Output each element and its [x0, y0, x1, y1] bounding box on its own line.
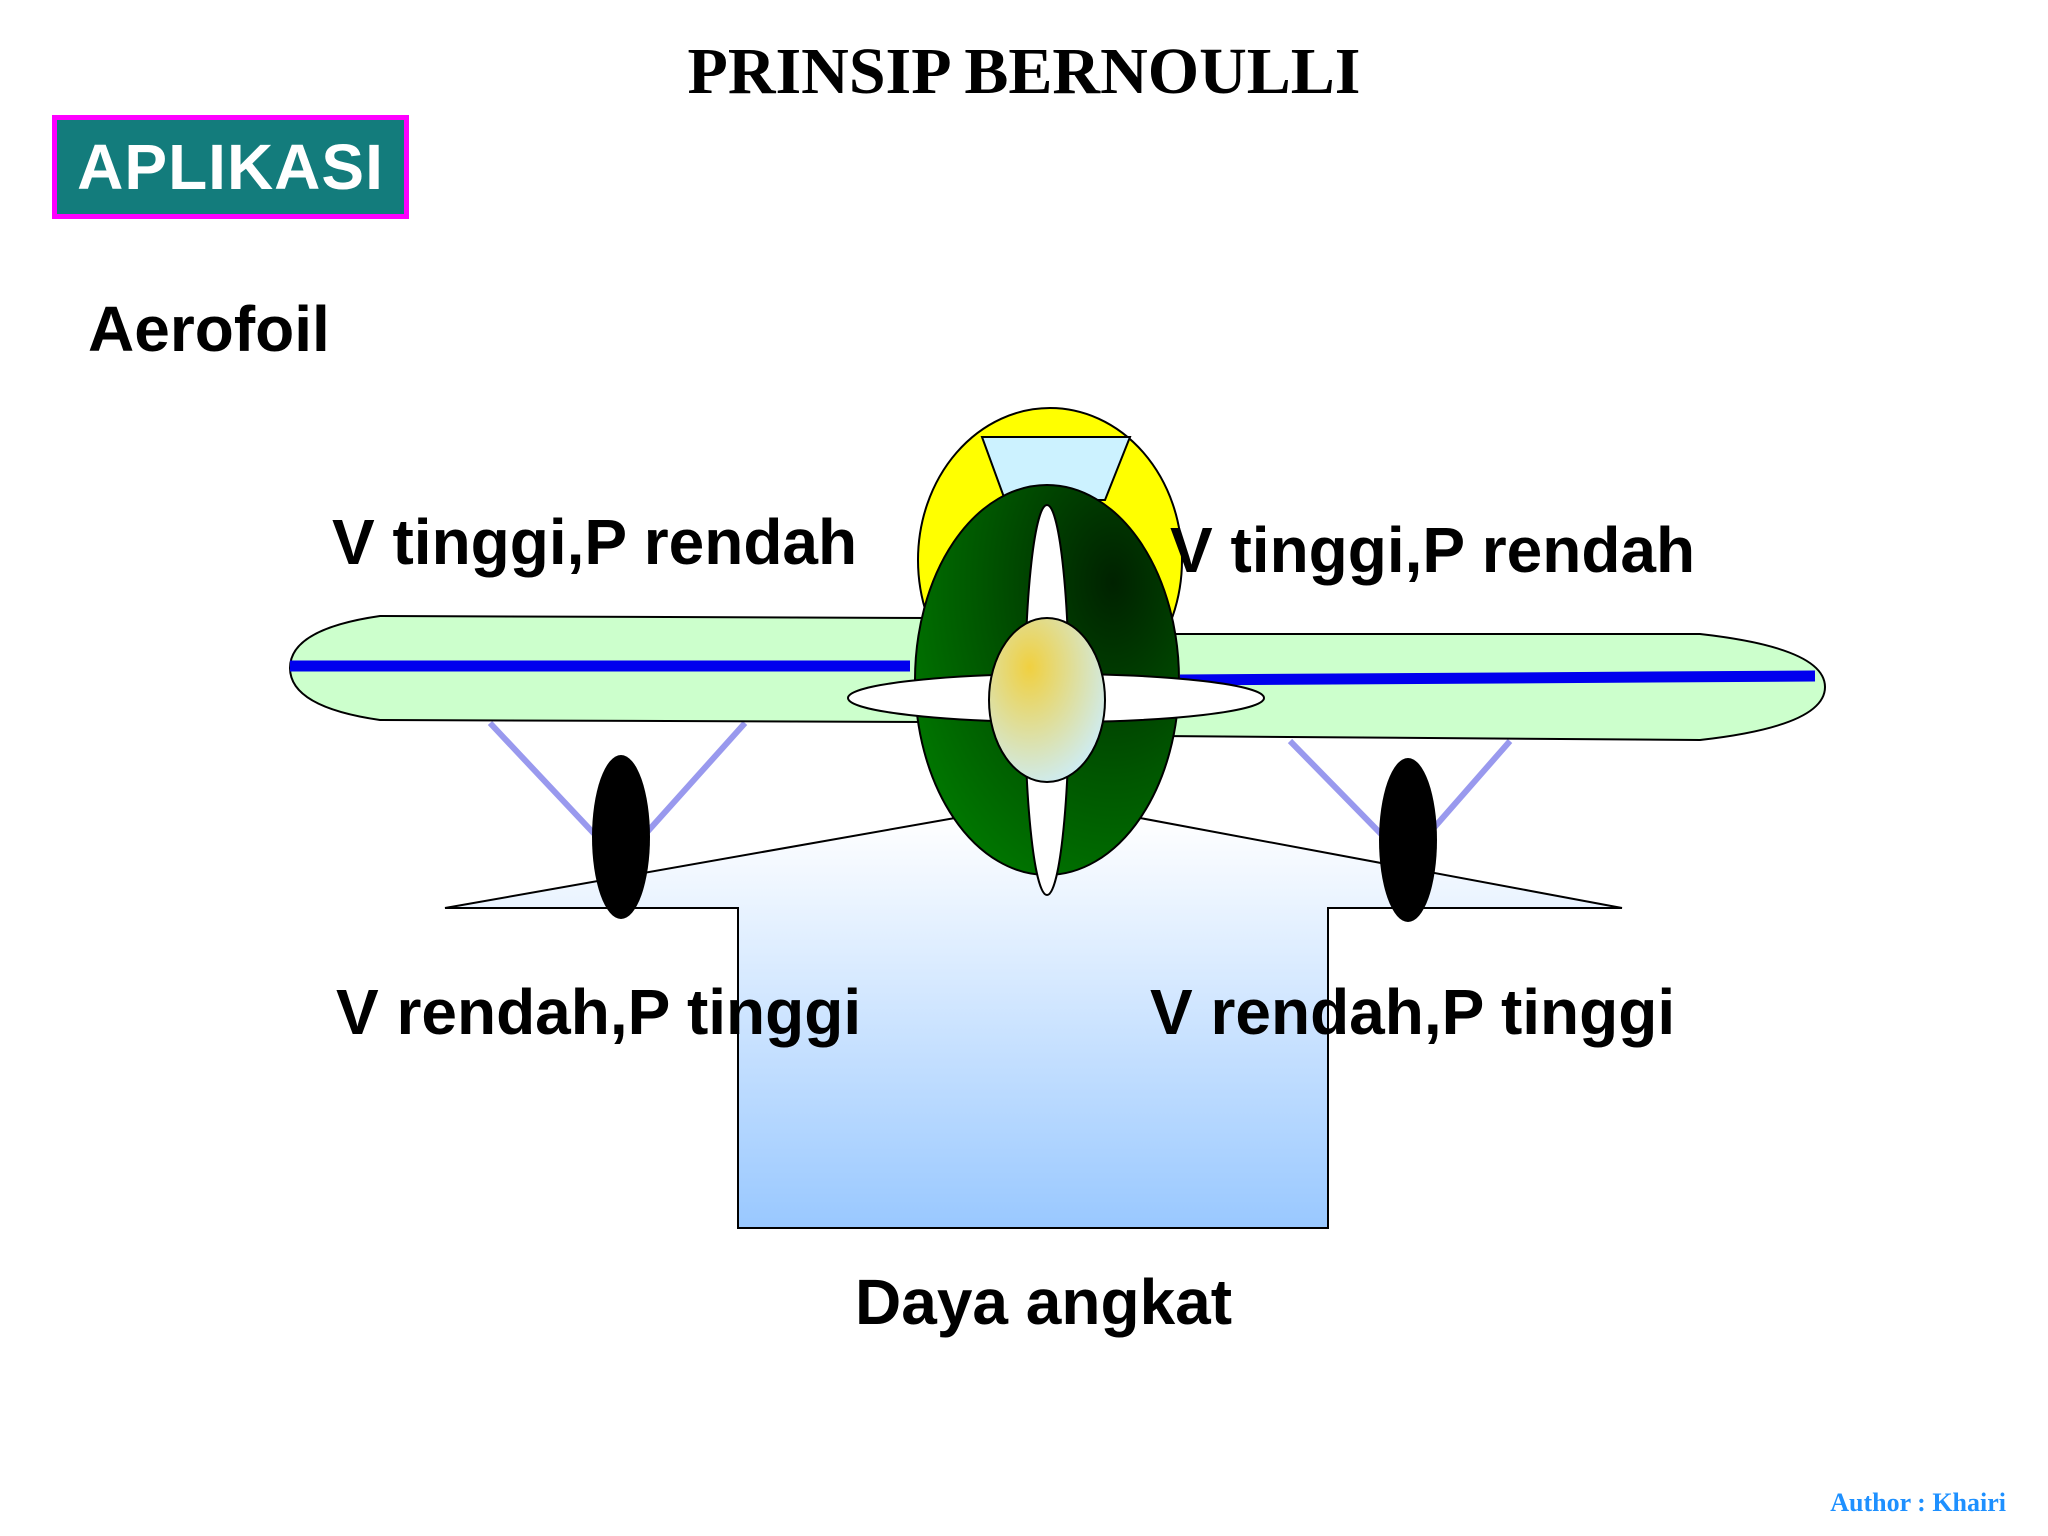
windshield — [980, 436, 1132, 501]
slide-title: PRINSIP BERNOULLI — [687, 35, 1361, 108]
label-top-left: V tinggi,P rendah — [332, 506, 858, 578]
label-bottom-right: V rendah,P tinggi — [1150, 976, 1676, 1048]
label-bottom-left: V rendah,P tinggi — [336, 976, 862, 1048]
author-credit: Author : Khairi — [1830, 1488, 2006, 1517]
right-wheel — [1379, 758, 1437, 922]
label-top-right: V tinggi,P rendah — [1170, 514, 1696, 586]
landing-gear-struts — [487, 720, 1513, 843]
aplikasi-badge: APLIKASI — [52, 115, 409, 219]
right-wing — [1159, 633, 1827, 742]
aerofoil-heading: Aerofoil — [88, 293, 330, 365]
right-wing-stripe — [1179, 670, 1816, 686]
label-lift: Daya angkat — [855, 1266, 1233, 1338]
propeller-hub — [988, 617, 1106, 783]
left-wheel — [592, 755, 650, 919]
